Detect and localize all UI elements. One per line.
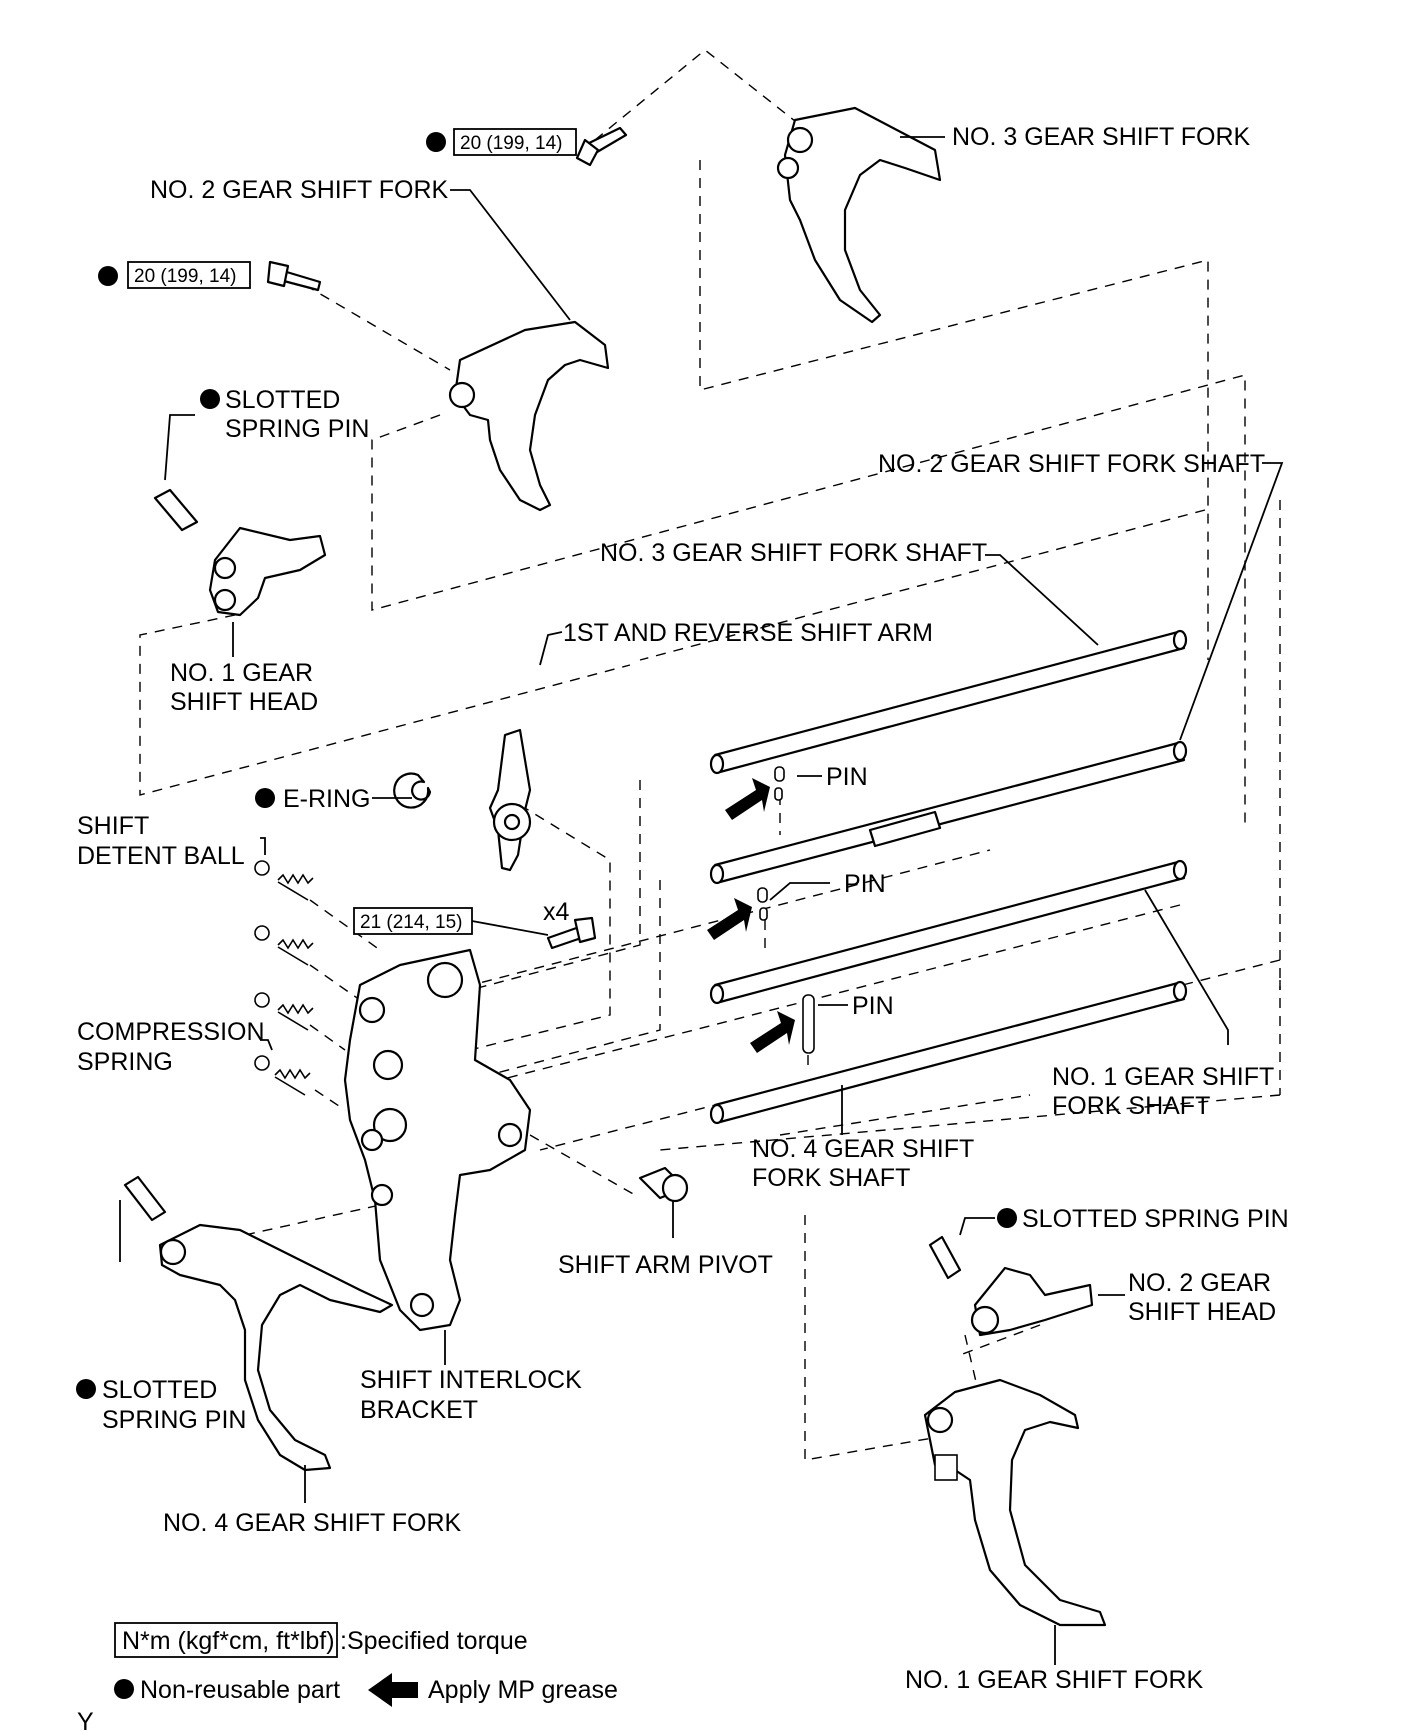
label-no1-fork: NO. 1 GEAR SHIFT FORK bbox=[905, 1666, 1204, 1694]
legend-grease: Apply MP grease bbox=[428, 1676, 618, 1704]
label-no1-head-1: NO. 1 GEAR bbox=[170, 659, 313, 687]
label-no2-head-2: SHIFT HEAD bbox=[1128, 1298, 1276, 1326]
label-slotted-pin-right: SLOTTED SPRING PIN bbox=[1022, 1205, 1289, 1233]
legend: N*m (kgf*cm, ft*lbf) :Specified torque N… bbox=[77, 1622, 618, 1734]
label-e-ring: E-RING bbox=[283, 785, 371, 813]
no2-gear-shift-fork bbox=[448, 320, 610, 512]
label-x4: x4 bbox=[543, 898, 570, 926]
slotted-spring-pin-right bbox=[928, 1235, 962, 1280]
part-labels: NO. 3 GEAR SHIFT FORK NO. 2 GEAR SHIFT F… bbox=[77, 123, 1289, 1694]
torque-value: 20 (199, 14) bbox=[134, 266, 236, 287]
no4-gear-shift-fork-shaft bbox=[709, 980, 1188, 1125]
filled-circle-icon bbox=[200, 389, 220, 409]
label-interlock-2: BRACKET bbox=[360, 1396, 478, 1424]
torque-spec-bracket: 21 (214, 15) bbox=[353, 907, 473, 935]
shift-arm-pivot bbox=[638, 1166, 689, 1203]
label-pin-1: PIN bbox=[826, 763, 868, 791]
no1-gear-shift-fork-shaft bbox=[709, 859, 1188, 1005]
label-slotted-pin-left-1: SLOTTED bbox=[102, 1376, 217, 1404]
first-reverse-shift-arm bbox=[488, 728, 532, 872]
label-no1-shaft-2: FORK SHAFT bbox=[1052, 1092, 1210, 1120]
label-detent-1: SHIFT bbox=[77, 812, 149, 840]
no1-gear-shift-fork bbox=[923, 1378, 1107, 1627]
no2-gear-shift-head bbox=[970, 1266, 1094, 1337]
label-interlock-1: SHIFT INTERLOCK bbox=[360, 1366, 582, 1394]
arrow-left-icon bbox=[368, 1673, 418, 1707]
leader-lines bbox=[119, 136, 1284, 1665]
grease-arrows bbox=[707, 778, 795, 1053]
filled-circle-icon bbox=[997, 1208, 1017, 1228]
label-detent-2: DETENT BALL bbox=[77, 842, 245, 870]
label-no1-shaft-1: NO. 1 GEAR SHIFT bbox=[1052, 1063, 1274, 1091]
filled-circle-icon bbox=[114, 1679, 134, 1699]
shift-interlock-bracket bbox=[343, 948, 532, 1332]
label-slotted-pin-top-2: SPRING PIN bbox=[225, 415, 369, 443]
label-compression-2: SPRING bbox=[77, 1048, 173, 1076]
alignment-lines bbox=[139, 49, 1281, 1461]
label-no3-shaft: NO. 3 GEAR SHIFT FORK SHAFT bbox=[600, 539, 987, 567]
torque-value: 21 (214, 15) bbox=[360, 912, 462, 933]
label-first-rev-arm: 1ST AND REVERSE SHIFT ARM bbox=[563, 619, 933, 647]
pins bbox=[757, 766, 815, 1054]
label-no2-head-1: NO. 2 GEAR bbox=[1128, 1269, 1271, 1297]
label-no2-fork: NO. 2 GEAR SHIFT FORK bbox=[150, 176, 449, 204]
compression-springs bbox=[274, 873, 314, 1096]
label-no1-head-2: SHIFT HEAD bbox=[170, 688, 318, 716]
filled-circle-icon bbox=[426, 132, 446, 152]
label-compression-1: COMPRESSION bbox=[77, 1018, 265, 1046]
shift-detent-balls bbox=[254, 860, 270, 1071]
no4-gear-shift-fork bbox=[158, 1223, 394, 1472]
figure-code: Y bbox=[77, 1708, 94, 1734]
no3-gear-shift-fork bbox=[776, 106, 942, 324]
label-shift-arm-pivot: SHIFT ARM PIVOT bbox=[558, 1251, 773, 1279]
bolt-top bbox=[575, 126, 628, 167]
label-no3-fork: NO. 3 GEAR SHIFT FORK bbox=[952, 123, 1251, 151]
no3-gear-shift-fork-shaft bbox=[709, 629, 1188, 775]
label-no4-shaft-2: FORK SHAFT bbox=[752, 1164, 910, 1192]
slotted-spring-pin-left bbox=[123, 1175, 167, 1222]
legend-torque-desc: :Specified torque bbox=[340, 1627, 528, 1655]
label-pin-2: PIN bbox=[844, 870, 886, 898]
label-no2-shaft: NO. 2 GEAR SHIFT FORK SHAFT bbox=[878, 450, 1265, 478]
label-no4-shaft-1: NO. 4 GEAR SHIFT bbox=[752, 1135, 974, 1163]
filled-circle-icon bbox=[98, 266, 118, 286]
legend-torque-box: N*m (kgf*cm, ft*lbf) bbox=[122, 1627, 335, 1655]
slotted-spring-pin-top bbox=[153, 488, 199, 532]
bolt-left bbox=[266, 260, 322, 292]
legend-nonreusable: Non-reusable part bbox=[140, 1676, 340, 1704]
label-slotted-pin-left-2: SPRING PIN bbox=[102, 1406, 246, 1434]
grease-arrow-icon bbox=[707, 898, 752, 940]
grease-arrow-icon bbox=[725, 778, 770, 820]
filled-circle-icon bbox=[255, 788, 275, 808]
label-slotted-pin-top-1: SLOTTED bbox=[225, 386, 340, 414]
no1-gear-shift-head bbox=[208, 526, 327, 617]
e-ring bbox=[393, 772, 432, 809]
torque-spec-left: 20 (199, 14) bbox=[127, 261, 251, 289]
grease-arrow-icon bbox=[750, 1011, 795, 1053]
torque-value: 20 (199, 14) bbox=[460, 133, 562, 154]
torque-spec-top: 20 (199, 14) bbox=[453, 128, 577, 156]
filled-circle-icon bbox=[76, 1379, 96, 1399]
nonreusable-markers bbox=[76, 132, 1017, 1399]
label-pin-3: PIN bbox=[852, 992, 894, 1020]
bolt-bracket bbox=[546, 916, 597, 950]
no2-gear-shift-fork-shaft bbox=[709, 740, 1188, 885]
label-no4-fork: NO. 4 GEAR SHIFT FORK bbox=[163, 1509, 462, 1537]
